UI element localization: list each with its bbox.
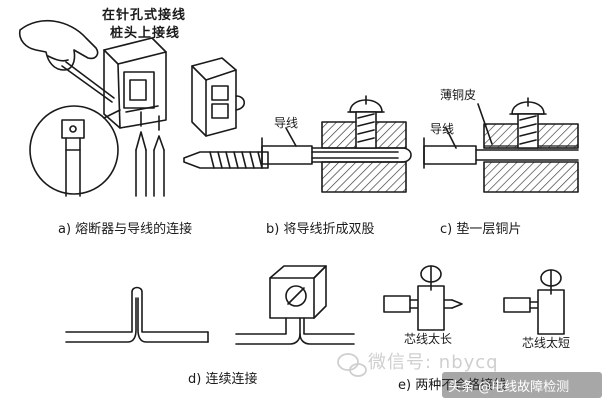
caption-c: c) 垫一层铜片 (440, 222, 522, 237)
label-e-short: 芯线太短 (522, 336, 571, 350)
panel-d-illustration (65, 265, 355, 345)
panel-b-illustration (261, 95, 412, 193)
label-b-wire: 导线 (274, 116, 299, 130)
title-line-2: 桩头上接线 (110, 26, 181, 41)
caption-a: a) 熔断器与导线的连接 (58, 222, 193, 237)
label-e-long: 芯线太长 (404, 332, 453, 346)
watermark-bar (442, 372, 602, 398)
watermark-wechat: 微信号: nbycq (368, 352, 499, 373)
panel-c-illustration (423, 97, 579, 193)
title-line-1: 在针孔式接线 (102, 8, 187, 23)
watermark-author: 头条 @电线故障检测 (448, 380, 570, 395)
caption-b: b) 将导线折成双股 (266, 222, 375, 237)
caption-d: d) 连续连接 (188, 372, 258, 387)
wechat-logo-icon (337, 353, 367, 377)
caption-e: e) 两种不合格接线 (398, 378, 507, 393)
panel-a-illustration (18, 20, 269, 197)
panel-e-illustration (383, 265, 565, 335)
label-c-wire: 导线 (430, 122, 455, 136)
label-c-copper: 薄铜皮 (440, 88, 477, 102)
